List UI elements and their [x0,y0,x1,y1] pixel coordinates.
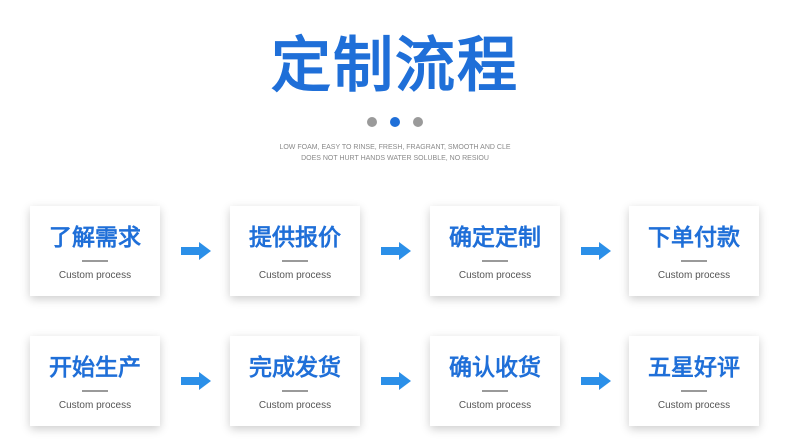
step-card: 完成发货 Custom process [230,336,360,426]
step-card: 开始生产 Custom process [30,336,160,426]
divider [482,260,508,262]
divider [82,260,108,262]
right-arrow-icon [581,372,611,390]
step-title: 开始生产 [49,355,141,381]
right-arrow-icon [381,242,411,260]
step-title: 了解需求 [49,225,141,251]
step-title: 五星好评 [648,355,740,381]
right-arrow-icon [381,372,411,390]
subtitle: LOW FOAM, EASY TO RINSE, FRESH, FRAGRANT… [0,142,790,164]
right-arrow-icon [181,372,211,390]
divider [282,260,308,262]
step-subtitle: Custom process [58,400,132,411]
step-subtitle: Custom process [657,270,731,281]
step-card: 确认收货 Custom process [430,336,560,426]
divider [681,260,707,262]
subtitle-line: DOES NOT HURT HANDS WATER SOLUBLE, NO RE… [301,155,489,162]
step-card: 确定定制 Custom process [430,206,560,296]
step-card: 下单付款 Custom process [629,206,759,296]
divider [282,390,308,392]
subtitle-line: LOW FOAM, EASY TO RINSE, FRESH, FRAGRANT… [279,144,511,151]
step-subtitle: Custom process [458,270,532,281]
step-card: 五星好评 Custom process [629,336,759,426]
step-subtitle: Custom process [258,400,332,411]
page-title: 定制流程 [271,31,519,101]
pagination-dots [0,117,790,127]
step-subtitle: Custom process [657,400,731,411]
right-arrow-icon [581,242,611,260]
divider [482,390,508,392]
right-arrow-icon [181,242,211,260]
step-title: 确定定制 [449,225,541,251]
step-title: 提供报价 [249,225,341,251]
step-card: 提供报价 Custom process [230,206,360,296]
step-card: 了解需求 Custom process [30,206,160,296]
divider [82,390,108,392]
dot-active-icon [390,117,400,127]
dot-icon [367,117,377,127]
step-subtitle: Custom process [258,270,332,281]
step-title: 确认收货 [449,355,541,381]
step-title: 完成发货 [249,355,341,381]
step-title: 下单付款 [648,225,740,251]
dot-icon [413,117,423,127]
step-subtitle: Custom process [58,270,132,281]
divider [681,390,707,392]
step-subtitle: Custom process [458,400,532,411]
